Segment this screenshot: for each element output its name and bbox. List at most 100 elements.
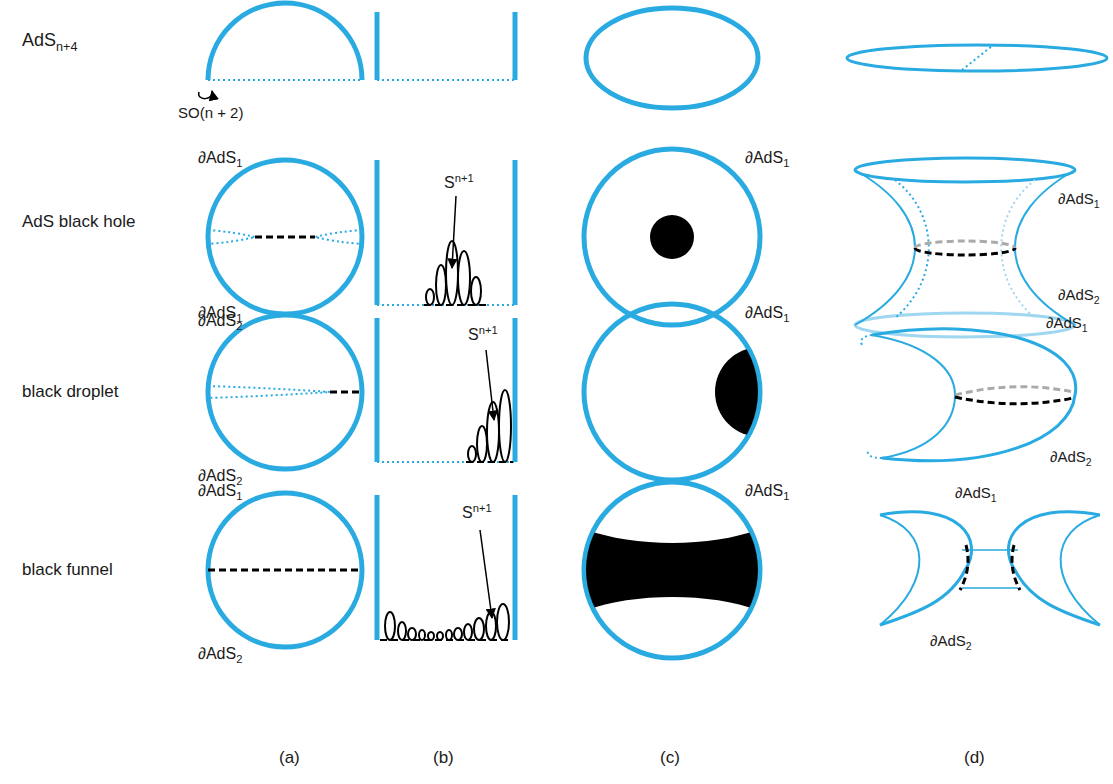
ads-boundary-ellipse-part <box>962 46 992 70</box>
black-hole-box-part <box>377 304 515 306</box>
black-hole-box-part <box>452 196 456 268</box>
boundary-label: ∂AdS1 <box>955 484 997 504</box>
funnel-box-part <box>464 624 472 640</box>
black-hole-wormhole-part <box>855 158 1075 182</box>
funnel-surfaces-part <box>962 549 1018 551</box>
ads-half-disk-part <box>208 79 362 81</box>
funnel-disk-part <box>208 493 362 647</box>
funnel-box-part <box>446 630 452 640</box>
funnel-box-part <box>513 495 518 640</box>
droplet-disk-part <box>208 386 330 398</box>
black-hole-disk-part <box>255 236 315 239</box>
black-hole-wormhole-part <box>915 248 1015 255</box>
black-hole-box <box>377 160 515 305</box>
droplet-bulk <box>584 304 805 480</box>
funnel-surfaces-part <box>880 512 972 625</box>
funnel-surfaces-part <box>880 515 919 625</box>
droplet-box-part <box>487 402 499 462</box>
ads-disk <box>586 8 758 108</box>
droplet-disk <box>208 315 362 469</box>
funnel-disk <box>208 493 362 647</box>
funnel-surfaces-part <box>1012 545 1020 590</box>
boundary-label: ∂AdS1 <box>198 149 242 170</box>
funnel-box-part <box>474 618 484 640</box>
funnel-box-part <box>497 604 509 640</box>
droplet-crescent-part <box>868 450 882 458</box>
funnel-surfaces <box>880 512 1100 625</box>
funnel-bulk-part <box>582 528 762 612</box>
boundary-label: ∂AdS1 <box>745 304 789 325</box>
ads-box-part <box>513 12 518 80</box>
funnel-surfaces-part <box>1061 515 1100 625</box>
funnel-box-part <box>375 495 380 640</box>
black-hole-wormhole-part <box>915 241 1015 248</box>
black-hole-box-part <box>436 265 446 305</box>
panel-label: (d) <box>964 748 985 768</box>
black-hole-box-part <box>458 251 470 305</box>
boundary-label: ∂AdS1 <box>198 482 242 503</box>
boundary-label: ∂AdS1 <box>745 482 789 503</box>
funnel-surfaces-part <box>1008 512 1100 625</box>
droplet-box-part <box>513 318 518 462</box>
boundary-label: ∂AdS1 <box>198 304 242 325</box>
droplet-crescent-part <box>872 335 955 458</box>
funnel-box-part <box>385 612 395 640</box>
droplet-disk-part <box>330 391 362 394</box>
boundary-label: ∂AdS2 <box>1050 448 1092 468</box>
boundary-label: Sn+1 <box>462 502 492 523</box>
panel-label: (c) <box>660 748 680 768</box>
funnel-disk-part <box>208 569 362 572</box>
funnel-box-part <box>454 628 462 640</box>
black-hole-box-part <box>446 241 458 305</box>
droplet-crescent-part <box>872 329 1076 461</box>
funnel-box <box>377 495 515 640</box>
black-hole-box-part <box>471 277 481 305</box>
ads-half-disk-part <box>199 91 212 99</box>
droplet-disk-part <box>208 315 362 469</box>
droplet-box-part <box>468 446 476 462</box>
panel-label: (b) <box>433 748 454 768</box>
black-hole-disk-part <box>208 160 362 314</box>
black-hole-bulk <box>584 149 760 325</box>
droplet-crescent <box>861 329 1076 461</box>
black-hole-disk-part <box>315 230 362 244</box>
panel-label: (a) <box>279 748 300 768</box>
row-label: SO(n + 2) <box>178 104 243 121</box>
black-hole-bulk-part <box>650 215 694 259</box>
funnel-surfaces-part <box>962 587 1018 589</box>
droplet-crescent-part <box>955 387 1073 395</box>
ads-boundary-ellipse <box>847 45 1107 71</box>
funnel-box-part <box>428 632 434 640</box>
funnel-surfaces-part <box>960 545 968 590</box>
black-hole-bulk-part <box>584 149 760 325</box>
ads-disk-part <box>586 8 758 108</box>
black-hole-wormhole-part <box>895 180 929 318</box>
black-hole-disk-part <box>208 230 255 244</box>
boundary-label: ∂AdS1 <box>745 149 789 170</box>
row-label: AdSn+4 <box>22 30 77 54</box>
funnel-box-part <box>408 628 416 640</box>
droplet-box-part <box>477 426 487 462</box>
boundary-label: ∂AdS1 <box>1058 190 1100 210</box>
droplet-box-part <box>375 318 380 462</box>
black-hole-disk <box>208 160 362 314</box>
black-hole-wormhole-part <box>1001 180 1035 318</box>
black-hole-wormhole <box>855 158 1075 337</box>
droplet-crescent-part <box>955 397 1073 404</box>
funnel-box-part <box>486 612 496 640</box>
boundary-label: ∂AdS2 <box>198 645 242 666</box>
black-hole-box-part <box>375 160 380 305</box>
boundary-label: ∂AdS2 <box>930 632 972 652</box>
ads-box-part <box>375 12 380 80</box>
black-hole-box-part <box>513 160 518 305</box>
funnel-box-part <box>398 622 406 640</box>
ads-half-disk-part <box>208 3 362 80</box>
row-label: black funnel <box>22 560 113 580</box>
droplet-bulk-part <box>715 347 805 437</box>
ads-box-part <box>377 79 515 81</box>
droplet-box <box>377 318 515 462</box>
funnel-box-part <box>419 630 425 640</box>
black-hole-wormhole-part <box>855 170 915 325</box>
row-label: AdS black hole <box>22 212 137 232</box>
